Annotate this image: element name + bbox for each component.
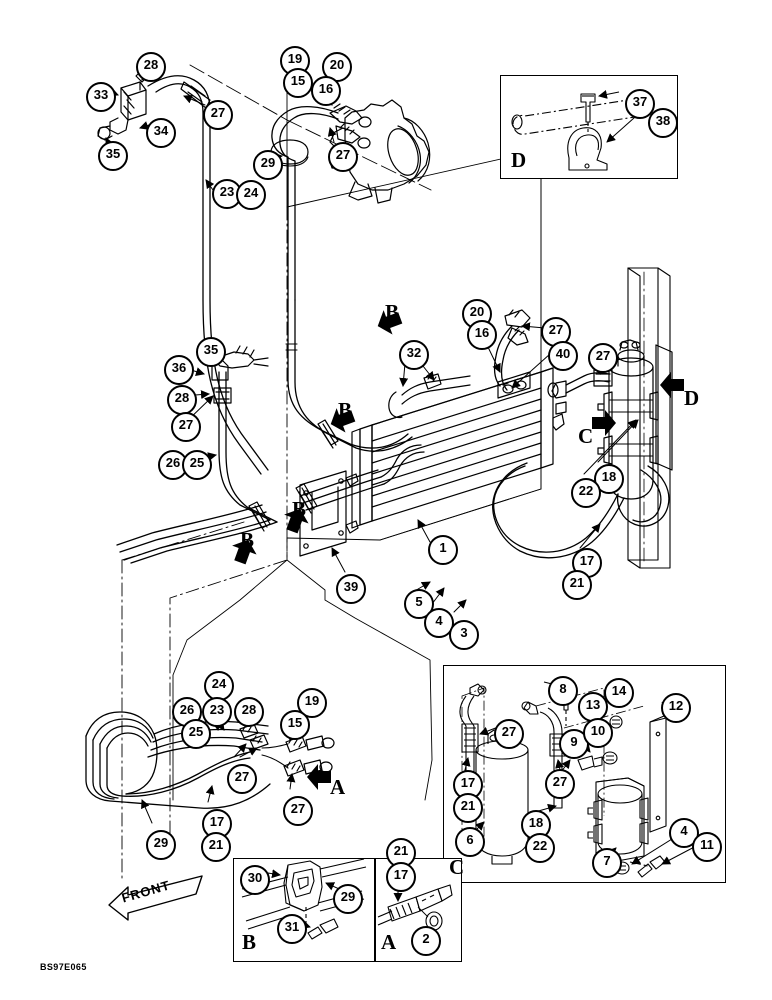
callout-1: 1 <box>428 535 458 565</box>
callout-7: 7 <box>592 848 622 878</box>
callout-35: 35 <box>196 337 226 367</box>
arrow-letter-b1: B <box>385 300 400 324</box>
callout-30: 30 <box>240 865 270 895</box>
callout-21: 21 <box>453 793 483 823</box>
callout-28: 28 <box>136 52 166 82</box>
callout-10: 10 <box>583 718 613 748</box>
callout-13: 13 <box>578 692 608 722</box>
callout-21: 21 <box>562 570 592 600</box>
callout-27: 27 <box>227 764 257 794</box>
callout-28: 28 <box>234 697 264 727</box>
callout-23: 23 <box>202 697 232 727</box>
callout-34: 34 <box>146 118 176 148</box>
callout-2: 2 <box>411 926 441 956</box>
inset-b-letter: B <box>242 930 257 954</box>
callout-27: 27 <box>494 719 524 749</box>
arrow-letter-d-main: D <box>684 386 700 410</box>
callout-8: 8 <box>548 676 578 706</box>
callout-25: 25 <box>181 719 211 749</box>
arrow-letter-b4: B <box>240 528 255 552</box>
callout-31: 31 <box>277 914 307 944</box>
callout-21: 21 <box>201 832 231 862</box>
callout-12: 12 <box>661 693 691 723</box>
callout-32: 32 <box>399 340 429 370</box>
callout-14: 14 <box>604 678 634 708</box>
callout-15: 15 <box>283 68 313 98</box>
callout-39: 39 <box>336 574 366 604</box>
callout-22: 22 <box>571 478 601 508</box>
callout-27: 27 <box>171 412 201 442</box>
callout-35: 35 <box>98 141 128 171</box>
inset-d-letter: D <box>511 148 527 172</box>
callout-11: 11 <box>692 832 722 862</box>
callout-29: 29 <box>253 150 283 180</box>
arrow-letter-b3: B <box>292 497 307 521</box>
figure-code: BS97E065 <box>40 962 87 972</box>
inset-c-letter: C <box>449 855 465 879</box>
arrow-letter-b2: B <box>338 398 353 422</box>
callout-6: 6 <box>455 827 485 857</box>
callout-16: 16 <box>311 76 341 106</box>
callout-27: 27 <box>283 796 313 826</box>
callout-5: 5 <box>404 589 434 619</box>
callout-38: 38 <box>648 108 678 138</box>
callout-40: 40 <box>548 341 578 371</box>
callout-29: 29 <box>146 830 176 860</box>
callout-3: 3 <box>449 620 479 650</box>
callout-33: 33 <box>86 82 116 112</box>
callout-15: 15 <box>280 710 310 740</box>
callout-26: 26 <box>158 450 188 480</box>
callout-27: 27 <box>328 142 358 172</box>
callout-17: 17 <box>386 862 416 892</box>
inset-a-letter: A <box>381 930 397 954</box>
callout-36: 36 <box>164 355 194 385</box>
callout-24: 24 <box>236 180 266 210</box>
callout-29: 29 <box>333 884 363 914</box>
callout-25: 25 <box>182 450 212 480</box>
arrow-letter-c-main: C <box>578 424 594 448</box>
callout-27: 27 <box>588 343 618 373</box>
callout-27: 27 <box>545 769 575 799</box>
callout-22: 22 <box>525 833 555 863</box>
front-direction-arrow <box>108 875 203 921</box>
callout-27: 27 <box>203 100 233 130</box>
callout-16: 16 <box>467 320 497 350</box>
arrow-letter-a-main: A <box>330 775 346 799</box>
callout-28: 28 <box>167 385 197 415</box>
